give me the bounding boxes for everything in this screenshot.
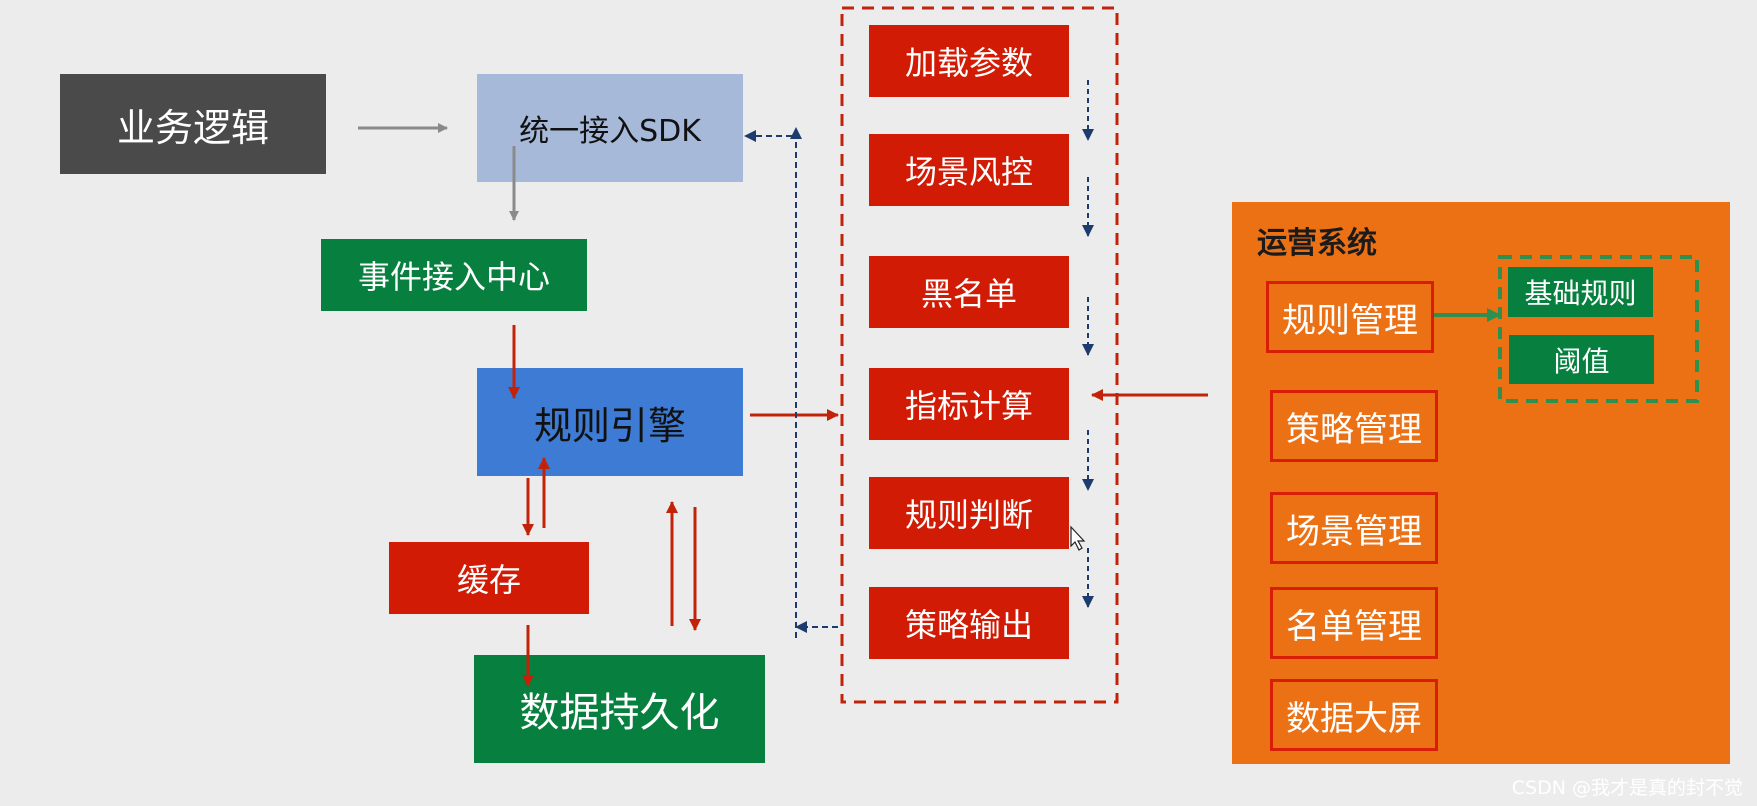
unified-sdk-box: 统一接入SDK — [477, 74, 743, 182]
business-logic-box: 业务逻辑 — [60, 74, 326, 174]
pipeline-step-rule-judge: 规则判断 — [869, 477, 1069, 549]
pipeline-step-scene-risk: 场景风控 — [869, 134, 1069, 206]
ops-item-strategy-mgmt: 策略管理 — [1270, 390, 1438, 462]
persistence-box: 数据持久化 — [474, 655, 765, 763]
ops-item-label: 名单管理 — [1286, 606, 1422, 647]
pipeline-step-label: 规则判断 — [904, 496, 1033, 534]
ops-item-label: 数据大屏 — [1286, 698, 1422, 739]
cache-box: 缓存 — [389, 542, 589, 614]
persistence-label: 数据持久化 — [519, 690, 720, 736]
pipeline-step-label: 加载参数 — [904, 44, 1033, 82]
pipeline-step-label: 策略输出 — [904, 606, 1033, 644]
ops-item-rule-mgmt: 规则管理 — [1266, 281, 1434, 353]
event-center-label: 事件接入中心 — [357, 258, 550, 296]
rule-sub-container — [1498, 255, 1699, 403]
rule-sub-label: 阈值 — [1553, 344, 1610, 378]
pipeline-container — [840, 6, 1119, 704]
ops-item-data-screen: 数据大屏 — [1270, 679, 1438, 751]
rule-sub-basic-rules: 基础规则 — [1508, 267, 1653, 317]
cache-label: 缓存 — [456, 561, 521, 599]
mouse-cursor-icon — [1070, 525, 1086, 551]
pipeline-step-strategy-output: 策略输出 — [869, 587, 1069, 659]
business-logic-label: 业务逻辑 — [116, 105, 269, 150]
pipeline-step-label: 黑名单 — [920, 275, 1017, 313]
unified-sdk-label: 统一接入SDK — [519, 114, 701, 149]
rule-sub-threshold: 阈值 — [1509, 335, 1654, 384]
ops-item-label: 场景管理 — [1286, 511, 1422, 552]
ops-item-list-mgmt: 名单管理 — [1270, 587, 1438, 659]
rule-engine-box: 规则引擎 — [477, 368, 743, 476]
pipeline-step-label: 指标计算 — [904, 387, 1033, 425]
ops-item-label: 策略管理 — [1286, 409, 1422, 450]
pipeline-step-metric-calc: 指标计算 — [869, 368, 1069, 440]
pipeline-step-blacklist: 黑名单 — [869, 256, 1069, 328]
event-center-box: 事件接入中心 — [321, 239, 587, 311]
ops-system-title: 运营系统 — [1257, 226, 1377, 261]
rule-sub-label: 基础规则 — [1524, 277, 1637, 310]
ops-item-label: 规则管理 — [1282, 300, 1418, 341]
pipeline-step-load-params: 加载参数 — [869, 25, 1069, 97]
csdn-watermark: CSDN @我才是真的封不觉 — [1511, 777, 1743, 799]
pipeline-step-label: 场景风控 — [904, 153, 1033, 191]
ops-item-scene-mgmt: 场景管理 — [1270, 492, 1438, 564]
rule-engine-label: 规则引擎 — [533, 403, 686, 448]
